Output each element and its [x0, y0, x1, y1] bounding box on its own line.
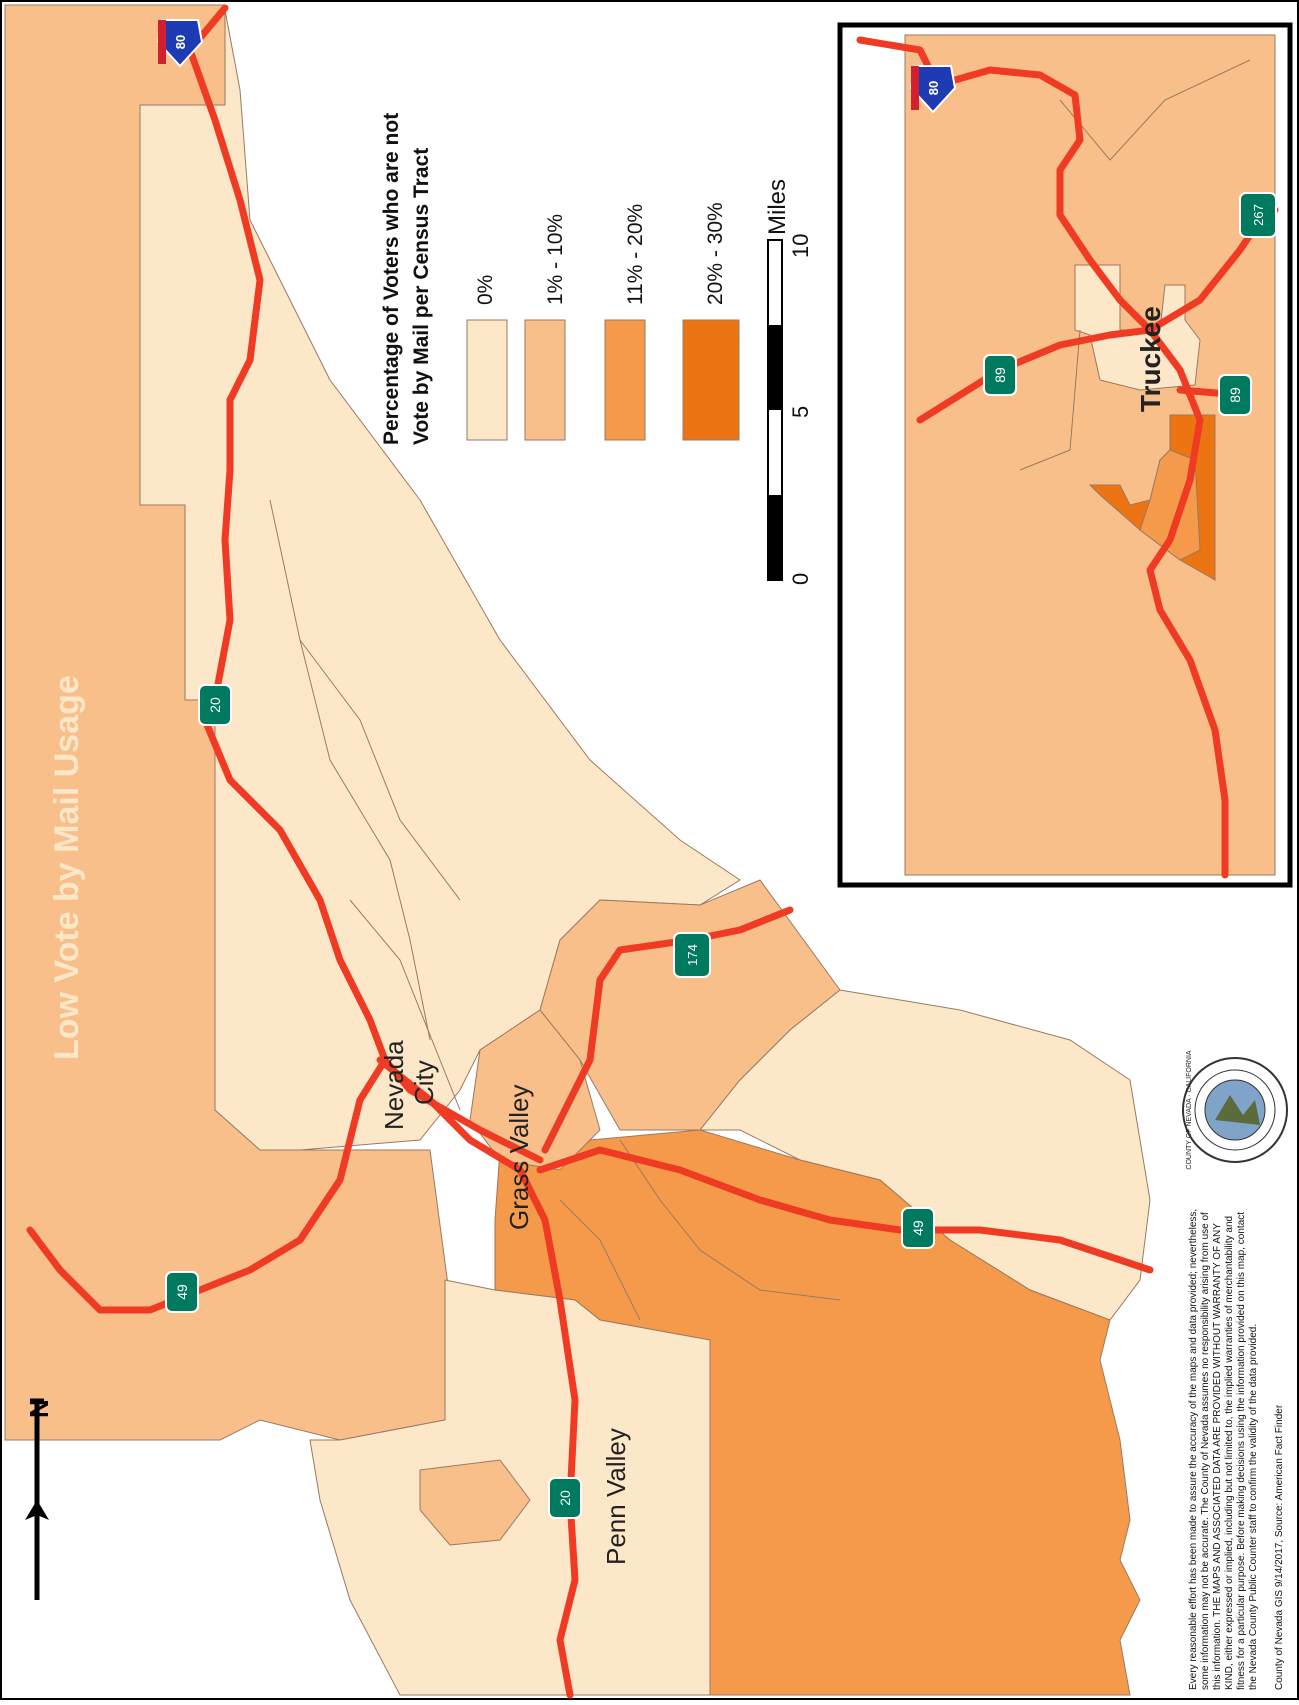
scale-tick-0: 0 [788, 573, 813, 585]
shield-sr49-north-icon: 49 [165, 1271, 199, 1313]
road-sr49-south [536, 1146, 1154, 1274]
disclaimer-line-1: Every reasonable effort has been made to… [1188, 1209, 1199, 1690]
shield-sr49-south-text: 49 [910, 1220, 926, 1236]
legend-label-0: 0% [474, 275, 497, 305]
seal-text: COUNTY OF NEVADA · CALIFORNIA [1186, 1050, 1193, 1169]
scale-unit: Miles [764, 179, 791, 235]
shield-sr20-east-text: 20 [207, 697, 223, 713]
inset-tract-lines [1019, 59, 1251, 471]
legend-label-3: 20% - 30% [704, 202, 727, 305]
shield-sr20-west-icon: 20 [548, 1477, 582, 1519]
north-arrow-label: N [24, 1399, 54, 1418]
legend-label-1: 1% - 10% [544, 214, 567, 305]
road-network [26, 4, 1154, 1699]
disclaimer-line-2: some information may not be accurate. Th… [1200, 1212, 1211, 1690]
inset-shield-sr267-icon: 267 [1239, 192, 1277, 238]
north-arrow: N [24, 1398, 54, 1600]
scale-tick-5: 5 [788, 406, 813, 418]
shield-sr174-text: 174 [685, 944, 700, 966]
inset-shield-i80-icon: 80 [909, 65, 957, 114]
scale-bar: 0 5 10 Miles [764, 179, 813, 585]
legend-swatch-1 [524, 319, 566, 441]
county-seal-icon: COUNTY OF NEVADA · CALIFORNIA [1182, 1050, 1288, 1170]
legend-label-2: 11% - 20% [624, 204, 647, 305]
inset-shield-sr89-south-icon: 89 [1218, 374, 1252, 416]
road-i80-sr20 [26, 4, 389, 1314]
inset-map: 80 89 89 267 Truckee [837, 22, 1293, 888]
legend-title-line1: Percentage of Voters who are not [380, 113, 403, 445]
road-sr20-west [376, 1056, 579, 1699]
inset-shield-i80-text: 80 [926, 81, 941, 95]
inset-shield-sr89-south-text: 89 [1227, 387, 1243, 403]
inset-shield-sr89-west-icon: 89 [983, 354, 1017, 396]
shield-sr20-west-text: 20 [557, 1490, 573, 1506]
inset-tract-11-20 [1139, 449, 1201, 561]
inset-road-i80 [856, 36, 1229, 879]
legend-swatch-2 [604, 319, 646, 441]
label-penn-valley: Penn Valley [601, 1428, 631, 1565]
disclaimer-line-5: fitness for a particular purpose. Before… [1236, 1212, 1247, 1690]
legend: Percentage of Voters who are not Vote by… [380, 113, 740, 445]
inset-shield-sr267-text: 267 [1251, 204, 1266, 226]
tract-interior-lines [269, 499, 841, 1321]
shield-sr20-east-icon: 20 [198, 684, 232, 726]
inset-shield-sr89-west-text: 89 [992, 367, 1008, 383]
legend-title-line2: Vote by Mail per Census Tract [410, 148, 433, 445]
scale-tick-10: 10 [788, 234, 813, 258]
label-grass-valley: Grass Valley [504, 1085, 534, 1230]
shield-i80-text: 80 [173, 35, 188, 49]
shields-main: 80 20 49 174 49 20 [156, 19, 935, 1519]
shield-sr49-north-text: 49 [174, 1284, 190, 1300]
shield-sr174-icon: 174 [673, 932, 711, 978]
label-truckee: Truckee [1135, 306, 1166, 412]
main-map [4, 4, 1154, 1699]
legend-swatch-3 [682, 319, 740, 441]
road-connector [381, 1056, 544, 1164]
road-sr174 [541, 906, 794, 1154]
legend-swatch-0 [466, 319, 508, 441]
place-labels: Nevada City Grass Valley Penn Valley [379, 1040, 631, 1565]
shield-sr49-south-icon: 49 [901, 1207, 935, 1249]
disclaimer-line-6: the Nevada County Public Counter staff t… [1248, 1324, 1259, 1690]
label-nevada-city-2: City [409, 1060, 439, 1105]
inset-road-sr89-north [916, 326, 1154, 424]
tract-1-10-pocket [419, 1459, 531, 1546]
source-line: County of Nevada GIS 9/14/2017, Source: … [1274, 1404, 1285, 1690]
label-nevada-city-1: Nevada [379, 1040, 409, 1130]
disclaimer-line-4: KIND, either expressed or implied, inclu… [1224, 1216, 1235, 1690]
disclaimer-line-3: this information. THE MAPS AND ASSOCIATE… [1212, 1223, 1223, 1690]
map-title: Low Vote by Mail Usage [48, 675, 86, 1060]
disclaimer: Every reasonable effort has been made to… [1188, 1209, 1285, 1690]
shield-i80-icon: 80 [156, 19, 204, 68]
